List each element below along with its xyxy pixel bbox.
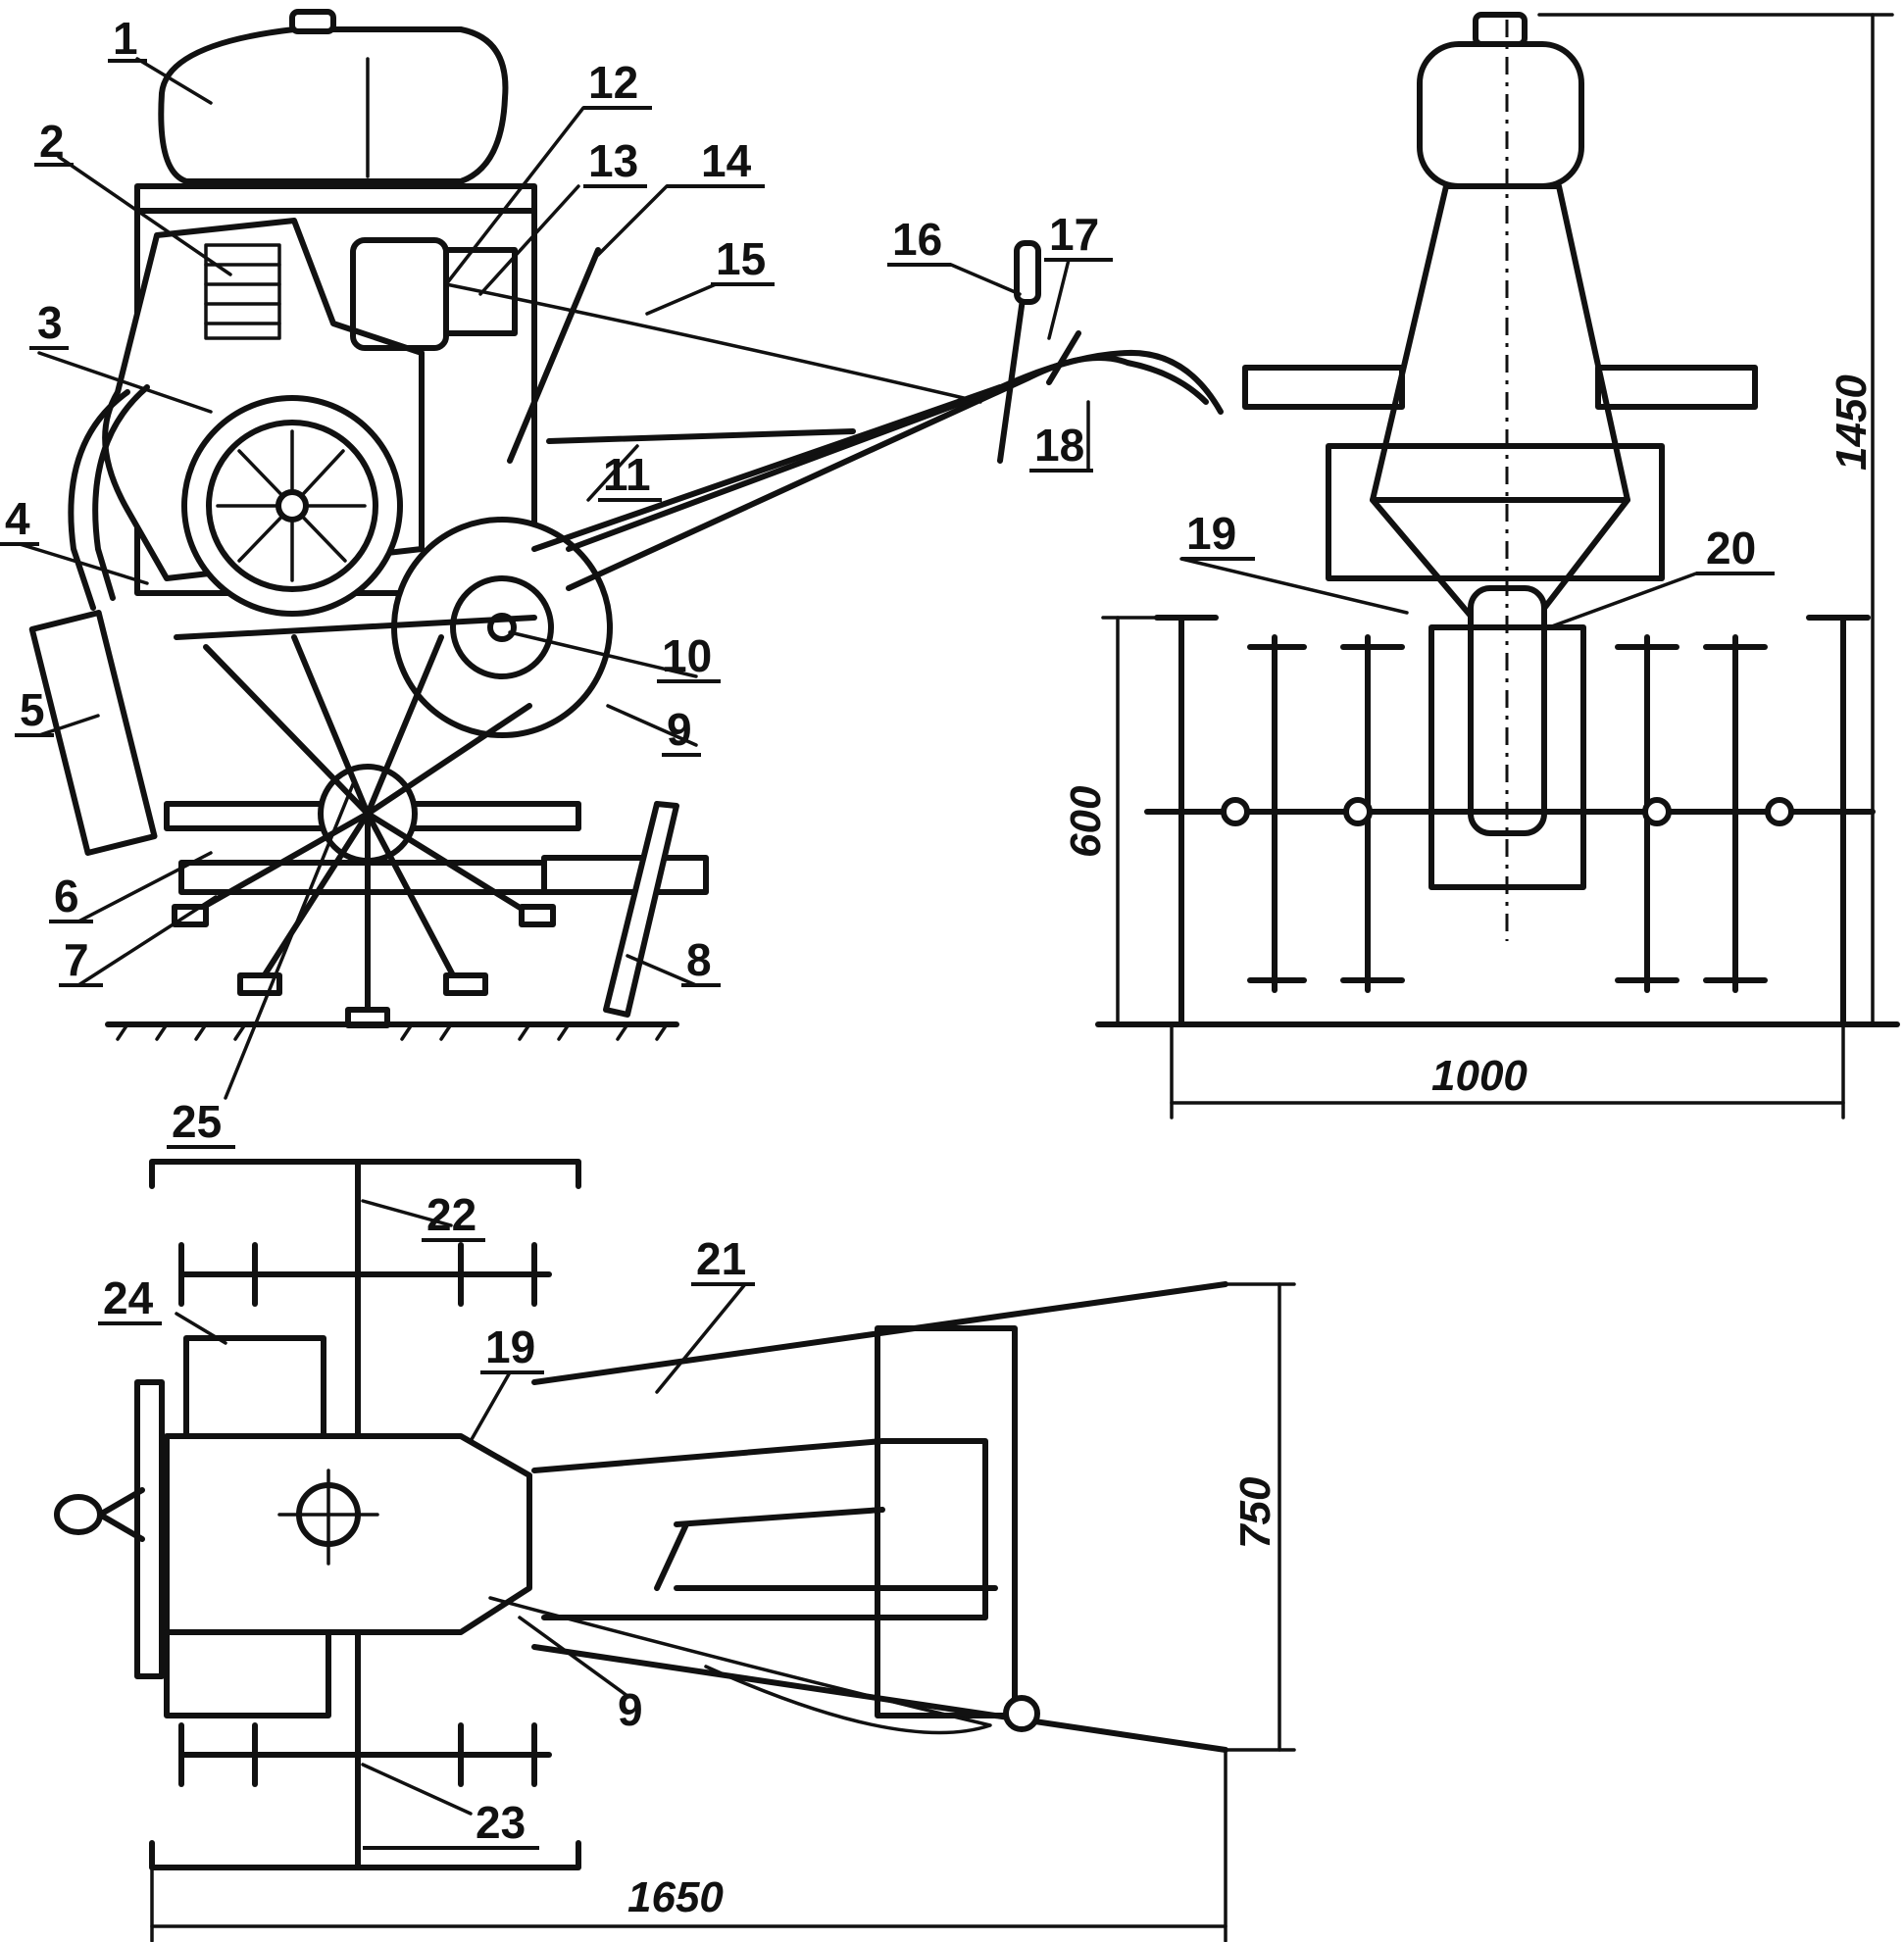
top-tines [178,1242,552,1787]
muffler [28,610,158,856]
callout-labels: 1 2 3 4 5 6 7 8 9 10 11 12 13 14 15 16 1… [0,13,1775,1850]
dim-1650: 1650 [627,1873,724,1921]
dimension-labels: 1450 600 1000 750 1650 [627,374,1876,1921]
callout-17: 17 [1049,209,1099,260]
top-view [54,1159,1228,1870]
coulter [603,801,679,1018]
callout-21: 21 [696,1233,746,1284]
top-handle-frame [531,1438,988,1620]
handlebar-upper [566,355,1209,591]
callout-23: 23 [476,1797,526,1848]
throttle-cable [444,282,982,404]
callout-19-top: 19 [485,1321,535,1372]
dim-1450: 1450 [1828,374,1876,471]
clutch-lever [507,247,601,464]
callout-13: 13 [588,135,638,186]
front-frame [1370,183,1630,503]
dimension-lines [150,13,1894,1942]
callout-6: 6 [54,871,79,921]
dim-750: 750 [1231,1476,1279,1549]
callout-20: 20 [1706,523,1756,573]
callout-1: 1 [113,13,138,64]
front-engine-block [1326,443,1665,581]
callout-7: 7 [64,934,89,985]
tiller-rotor [172,634,556,1028]
exhaust-pipe [68,389,130,611]
callout-11: 11 [603,449,651,500]
callout-8: 8 [686,934,712,985]
side-view [28,9,1224,1041]
callout-12: 12 [588,57,638,108]
callout-24: 24 [103,1272,154,1323]
callout-2: 2 [39,116,65,167]
dim-600: 600 [1062,785,1110,858]
air-filter [54,1494,103,1535]
front-fuel-tank [1417,41,1584,189]
fuel-cap [289,9,336,34]
callout-10: 10 [662,630,712,681]
callout-18: 18 [1034,420,1084,471]
callout-19-front: 19 [1186,508,1236,559]
callout-25: 25 [172,1096,222,1147]
leader-lines [18,57,1698,1816]
dim-1000: 1000 [1431,1052,1528,1100]
callout-3: 3 [37,297,63,348]
callout-9-top: 9 [618,1684,643,1735]
callout-9: 9 [667,704,692,755]
callout-15: 15 [716,233,766,284]
callout-14: 14 [701,135,752,186]
fuel-tank [158,26,509,184]
hitch-beam [541,855,709,895]
callout-16: 16 [892,214,942,265]
callout-5: 5 [20,684,45,735]
front-view [1095,12,1900,1027]
callout-22: 22 [426,1189,476,1240]
callout-4: 4 [5,493,30,544]
top-cable [488,1596,992,1735]
